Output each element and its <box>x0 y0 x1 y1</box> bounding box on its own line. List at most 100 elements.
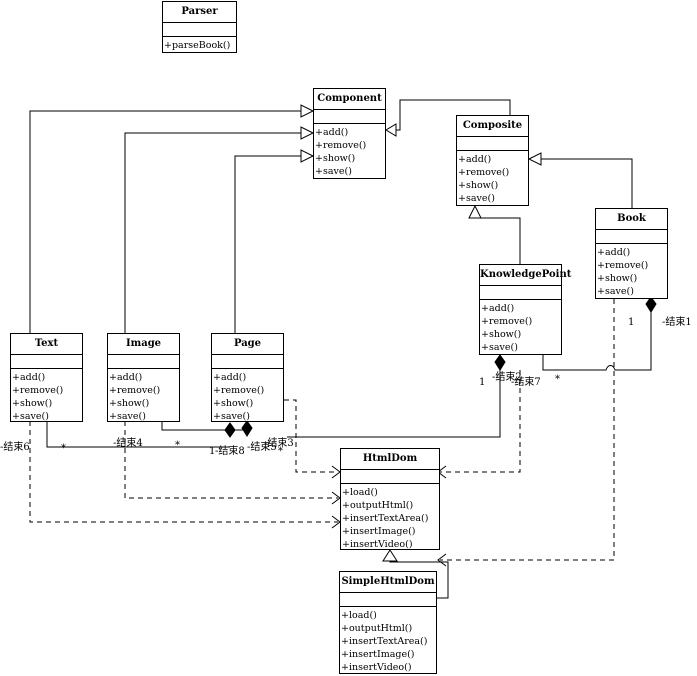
arrowhead-simplehtmldom <box>382 549 398 562</box>
simplehtmldom-to-htmldom-generalization <box>389 561 449 599</box>
attributes-compartment <box>480 286 561 300</box>
attributes-compartment <box>340 593 436 607</box>
operation: +save() <box>109 411 146 422</box>
operation: +insertVideo() <box>341 662 412 673</box>
operation: +remove() <box>458 167 510 178</box>
operations-compartment: +add() +remove() +show() +save() <box>11 369 82 423</box>
class-simplehtmldom: SimpleHtmlDom +load() +outputHtml() +ins… <box>339 571 437 674</box>
attributes-compartment <box>457 137 528 151</box>
knowledgepoint-role-label: -结束2 <box>492 372 522 383</box>
text-htmldom-dependency <box>29 421 338 523</box>
arrowhead-image <box>300 126 315 140</box>
operations-compartment: +add() +remove() +show() +save() <box>108 369 179 423</box>
page-role-label-3: -结束3 <box>264 438 294 449</box>
operation: +show() <box>597 273 638 284</box>
attributes-compartment <box>314 110 385 124</box>
knowledgepoint-role-label-7: -结束7 <box>511 377 541 388</box>
arrowhead-book <box>527 152 542 166</box>
operation: +save() <box>213 411 250 422</box>
operation: +save() <box>12 411 49 422</box>
operation: +save() <box>458 193 495 204</box>
operations-compartment: +parseBook() <box>163 37 236 52</box>
book-composition-line <box>542 312 652 371</box>
operation: +save() <box>597 286 634 297</box>
operations-compartment: +add() +remove() +show() +save() <box>480 300 561 354</box>
operation: +show() <box>213 398 254 409</box>
class-component: Component +add() +remove() +show() +save… <box>313 88 386 179</box>
arrowhead-text <box>300 104 315 118</box>
operation: +insertImage() <box>342 526 416 537</box>
operation: +add() <box>109 372 143 383</box>
arrowhead-composite-component <box>385 123 397 137</box>
page-role-label-8: -结束8 <box>215 446 245 457</box>
operation: +save() <box>315 166 352 177</box>
class-name: Parser <box>163 2 236 23</box>
class-name: Image <box>108 334 179 355</box>
book-role-label: -结束1 <box>662 317 692 328</box>
attributes-compartment <box>596 230 667 244</box>
knowledgepoint-composition-line <box>287 370 501 438</box>
operation: +show() <box>12 398 53 409</box>
class-name: Page <box>212 334 283 355</box>
class-name: KnowledgePoint <box>480 265 571 286</box>
operation: +remove() <box>597 260 649 271</box>
attributes-compartment <box>11 355 82 369</box>
operations-compartment: +load() +outputHtml() +insertTextArea() … <box>341 484 439 551</box>
arrowhead-page <box>300 149 315 163</box>
image-htmldom-dependency <box>124 421 338 499</box>
operation: +insertTextArea() <box>342 513 429 524</box>
knowledgepoint-htmldom-dependency <box>440 370 521 473</box>
image-to-component-generalization <box>124 132 301 333</box>
class-composite: Composite +add() +remove() +show() +save… <box>456 115 529 206</box>
attributes-compartment <box>341 470 439 484</box>
class-name: Text <box>11 334 82 355</box>
text-to-component-generalization <box>29 110 301 333</box>
operation: +add() <box>12 372 46 383</box>
operation: +insertImage() <box>341 649 415 660</box>
image-role-label: -结束4 <box>113 438 143 449</box>
operation: +load() <box>341 610 377 621</box>
operation: +remove() <box>213 385 265 396</box>
operation: +load() <box>342 487 378 498</box>
operation: +show() <box>315 153 356 164</box>
operation: +save() <box>481 342 518 353</box>
page-role-label-5: -结束5 <box>247 442 277 453</box>
diamond-page-text <box>224 422 236 438</box>
operation: +parseBook() <box>164 40 231 51</box>
text-multiplicity: * <box>61 443 66 454</box>
text-composition-line <box>46 421 230 448</box>
book-multiplicity: 1 <box>628 317 635 328</box>
operation: +add() <box>458 154 492 165</box>
attributes-compartment <box>163 23 236 37</box>
class-book: Book +add() +remove() +show() +save() <box>595 208 668 299</box>
class-htmldom: HtmlDom +load() +outputHtml() +insertTex… <box>340 448 440 550</box>
class-name: Composite <box>457 116 528 137</box>
operation: +outputHtml() <box>342 500 414 511</box>
composite-to-component-link <box>396 99 511 131</box>
operation: +remove() <box>315 140 367 151</box>
operation: +add() <box>315 127 349 138</box>
operation: +add() <box>213 372 247 383</box>
operation: +show() <box>481 329 522 340</box>
operations-compartment: +add() +remove() +show() +save() <box>212 369 283 423</box>
class-text: Text +add() +remove() +show() +save() <box>10 333 83 422</box>
operation: +outputHtml() <box>341 623 413 634</box>
operation: +remove() <box>109 385 161 396</box>
operations-compartment: +add() +remove() +show() +save() <box>457 151 528 205</box>
class-name: HtmlDom <box>341 449 439 470</box>
class-image: Image +add() +remove() +show() +save() <box>107 333 180 422</box>
operation: +remove() <box>481 316 533 327</box>
knowledgepoint-many: * <box>555 374 560 385</box>
page-to-component-generalization <box>234 155 301 333</box>
class-name: Book <box>596 209 667 230</box>
page-multiplicity: 1 <box>209 446 216 457</box>
book-htmldom-dependency <box>440 299 615 561</box>
class-name: Component <box>314 89 385 110</box>
diamond-page-image <box>241 420 253 437</box>
operations-compartment: +add() +remove() +show() +save() <box>596 244 667 298</box>
operation: +insertTextArea() <box>341 636 428 647</box>
attributes-compartment <box>212 355 283 369</box>
diamond-book <box>645 296 657 313</box>
attributes-compartment <box>108 355 179 369</box>
